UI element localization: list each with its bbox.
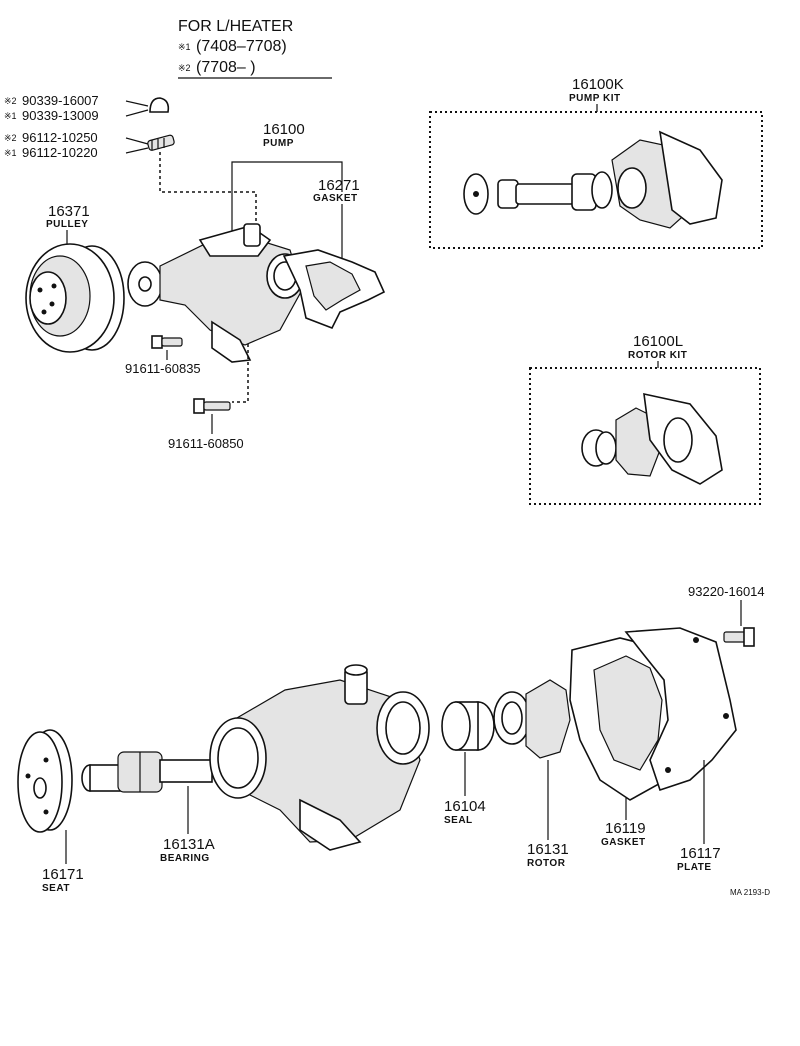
- gasket-top-drawing: [282, 249, 386, 330]
- heater-note: FOR L/HEATER ※1 (7408–7708) ※2 (7708– ): [178, 18, 332, 79]
- bearing-name: BEARING: [160, 853, 210, 864]
- leader-line: [125, 147, 149, 154]
- pump-number: 16100: [263, 121, 305, 138]
- rotor-kit-drawing: [581, 392, 723, 485]
- plate-name: PLATE: [677, 862, 712, 873]
- pulley-drawing: [25, 243, 125, 353]
- assembly-dashed-line: [232, 344, 249, 403]
- part-mark: ※2: [4, 133, 17, 143]
- part-number: 90339-13009: [22, 108, 99, 123]
- seal-drawing: [441, 701, 495, 751]
- plate-drawing: [624, 627, 737, 792]
- header-mark-1: ※1: [178, 42, 191, 52]
- pump-bracket-line: [231, 161, 343, 232]
- pump-name: PUMP: [263, 138, 294, 149]
- header-mark-2: ※2: [178, 63, 191, 73]
- pump-kit-number: 16100K: [572, 76, 624, 93]
- pump-kit-drawing: [463, 130, 723, 229]
- bolt-91611-60835: [151, 335, 183, 349]
- bolt-91611-60850: [193, 398, 231, 414]
- rotor-drawing: [493, 679, 571, 759]
- pump-drawing: [127, 223, 304, 363]
- part-mark: ※2: [4, 96, 17, 106]
- plate-number: 16117: [680, 845, 721, 862]
- bolt2-number: 91611-60850: [168, 436, 244, 451]
- gasket-top-name: GASKET: [313, 193, 358, 204]
- rotor-kit-number: 16100L: [633, 333, 683, 350]
- pulley-number: 16371: [48, 203, 90, 220]
- header-title: FOR L/HEATER: [178, 18, 293, 35]
- pump-kit-box: [429, 111, 763, 249]
- screw-drawing: [723, 627, 755, 647]
- gasket-name: GASKET: [601, 837, 646, 848]
- seat-number: 16171: [42, 866, 84, 883]
- rotor-number: 16131: [527, 841, 569, 858]
- cap-nut: [149, 97, 170, 113]
- leader-line: [125, 100, 149, 107]
- drawing-code: MA 2193-D: [730, 888, 770, 897]
- part-number: 96112-10220: [22, 145, 98, 160]
- part-number: 90339-16007: [22, 93, 99, 108]
- rotor-kit-name: ROTOR KIT: [628, 350, 687, 361]
- rotor-kit-box: [529, 367, 761, 505]
- bearing-number: 16131A: [163, 836, 215, 853]
- part-mark: ※1: [4, 148, 17, 158]
- leader-line: [125, 109, 149, 117]
- leader-line: [125, 137, 149, 145]
- gasket-top-number: 16271: [318, 177, 360, 194]
- part-number: 96112-10250: [22, 130, 98, 145]
- housing-drawing: [209, 664, 430, 851]
- top-part-list: ※2 90339-16007 ※1 90339-13009 ※2 96112-1…: [4, 93, 149, 160]
- screw-number: 93220-16014: [688, 584, 765, 599]
- pulley-name: PULLEY: [46, 219, 88, 230]
- assembly-dashed-line: [159, 152, 257, 222]
- part-mark: ※1: [4, 111, 17, 121]
- header-range-2: (7708– ): [196, 59, 256, 76]
- seal-number: 16104: [444, 798, 486, 815]
- bearing-drawing: [81, 751, 213, 793]
- seat-drawing: [17, 729, 73, 833]
- seal-name: SEAL: [444, 815, 473, 826]
- seat-name: SEAT: [42, 883, 70, 894]
- rotor-name: ROTOR: [527, 858, 566, 869]
- bolt1-number: 91611-60835: [125, 361, 201, 376]
- header-range-1: (7408–7708): [196, 38, 287, 55]
- pump-kit-name: PUMP KIT: [569, 93, 621, 104]
- gasket-number: 16119: [605, 820, 646, 837]
- stud-bolt: [147, 134, 175, 151]
